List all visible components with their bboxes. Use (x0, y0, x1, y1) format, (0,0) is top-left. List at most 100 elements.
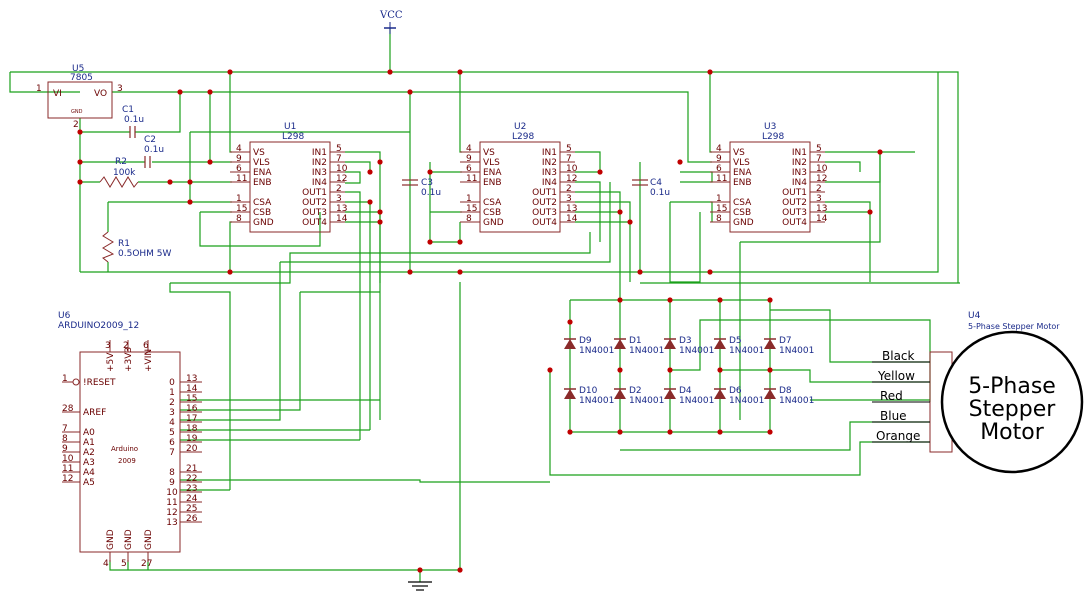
junction-dot (457, 69, 463, 75)
arduino-left-label: A3 (83, 458, 95, 468)
l298-pin-label: IN1 (792, 148, 807, 158)
vcc-symbol: VCC (379, 10, 403, 34)
arduino-left-num: 10 (62, 454, 74, 464)
arduino-inner-num: 4 (169, 418, 175, 428)
diode-triangle (664, 339, 676, 349)
l298-pin-label: OUT1 (532, 188, 557, 198)
arduino-left-label: A0 (83, 428, 95, 438)
arduino-left-num: 7 (62, 424, 68, 434)
diode-ref: D6 (729, 386, 742, 396)
arduino-outer-num: 25 (186, 504, 197, 514)
motor-ref: U4 (968, 311, 981, 321)
l298-pin-number: 7 (336, 154, 342, 164)
l298-pin-label: OUT4 (532, 218, 557, 228)
l298-pin-number: 14 (566, 214, 578, 224)
arduino-left-num: 8 (62, 434, 68, 444)
l298-pin-number: 4 (716, 144, 722, 154)
l298-pin-label: ENB (483, 178, 502, 188)
arduino-inner-num: 13 (166, 518, 177, 528)
arduino-top-num: 3 (105, 341, 111, 351)
l298-pin-label: OUT1 (302, 188, 327, 198)
arduino-left-num: 9 (62, 444, 68, 454)
diode-ref: D8 (779, 386, 792, 396)
motor-line3: Motor (980, 420, 1045, 445)
arduino-bottom-num: 5 (121, 559, 127, 569)
junction-dot (567, 319, 573, 325)
arduino-left-num: 11 (62, 464, 73, 474)
junction-dot (407, 269, 413, 275)
l298-pin-label: CSA (253, 198, 272, 208)
junction-dot (227, 69, 233, 75)
arduino-outer-num: 18 (186, 424, 198, 434)
junction-dot (457, 567, 463, 573)
arduino-inner-num: 10 (166, 488, 178, 498)
l298-pin-number: 14 (816, 214, 828, 224)
wires (9, 28, 960, 582)
regulator-pin-vo: VO (94, 89, 107, 99)
l298-part: L298 (282, 132, 304, 142)
regulator-7805: U5 7805 VI VO GND 1 2 3 (36, 64, 123, 130)
l298-pin-number: 15 (236, 204, 247, 214)
junction-dot (637, 269, 643, 275)
diode-triangle (714, 339, 726, 349)
l298-pin-number: 4 (466, 144, 472, 154)
l298-pin-number: 13 (566, 204, 577, 214)
arduino-left-label: A2 (83, 448, 95, 458)
junction-dot (77, 159, 83, 165)
l298-pin-number: 4 (236, 144, 242, 154)
l298-pin-number: 13 (816, 204, 827, 214)
arduino-brand: Arduino (111, 445, 138, 453)
l298-pin-label: IN2 (312, 158, 327, 168)
arduino-bottom-label: GND (106, 529, 116, 550)
diode-value: 1N4001 (679, 396, 714, 406)
junction-dot (377, 219, 383, 225)
junction-dot (377, 209, 383, 215)
diode-value: 1N4001 (729, 396, 764, 406)
motor-part: 5-Phase Stepper Motor (968, 322, 1060, 331)
l298-pin-label: ENB (253, 178, 272, 188)
motor-wire-yellow: Yellow (877, 369, 915, 383)
junction-dot (427, 239, 433, 245)
l298-pin-number: 2 (566, 184, 572, 194)
c1-ref: C1 (122, 105, 134, 115)
l298-pin-number: 8 (236, 214, 242, 224)
junction-dot (707, 269, 713, 275)
arduino-bottom-label: GND (124, 529, 134, 550)
junction-dot (427, 169, 433, 175)
l298-pin-label: ENA (483, 168, 502, 178)
diode-triangle (764, 389, 776, 399)
junction-dot (707, 69, 713, 75)
junction-dot (717, 367, 723, 373)
r2-val: 100k (113, 168, 136, 178)
l298-pin-number: 3 (566, 194, 572, 204)
l298-pin-label: IN2 (542, 158, 557, 168)
l298-body (249, 141, 331, 233)
l298-pin-number: 10 (336, 164, 348, 174)
capacitor-c3: C3 0.1u (402, 178, 441, 198)
reset-invert-bubble (72, 378, 80, 386)
arduino-bottom-num: 27 (141, 559, 152, 569)
diode-array: D91N4001D11N4001D31N4001D51N4001D71N4001… (564, 336, 814, 406)
arduino-inner-num: 12 (166, 508, 177, 518)
arduino-outer-num: 22 (186, 474, 197, 484)
c1-val: 0.1u (124, 115, 144, 125)
junction-dot (377, 159, 383, 165)
resistor-r2: R2 100k (99, 157, 139, 188)
arduino-outer-num: 20 (186, 444, 198, 454)
motor-wire-black: Black (882, 349, 915, 363)
arduino-inner-num: 1 (169, 388, 175, 398)
diode-triangle (564, 389, 576, 399)
arduino-left-num: 1 (62, 374, 68, 384)
regulator-pin-gnd: GND (71, 109, 83, 115)
arduino-inner-num: 8 (169, 468, 175, 478)
l298-pin-label: VLS (483, 158, 500, 168)
arduino-inner-num: 6 (169, 438, 175, 448)
junction-dot (667, 367, 673, 373)
arduino-model: 2009 (118, 457, 136, 465)
l298-pin-number: 9 (716, 154, 722, 164)
l298-pin-number: 12 (816, 174, 827, 184)
